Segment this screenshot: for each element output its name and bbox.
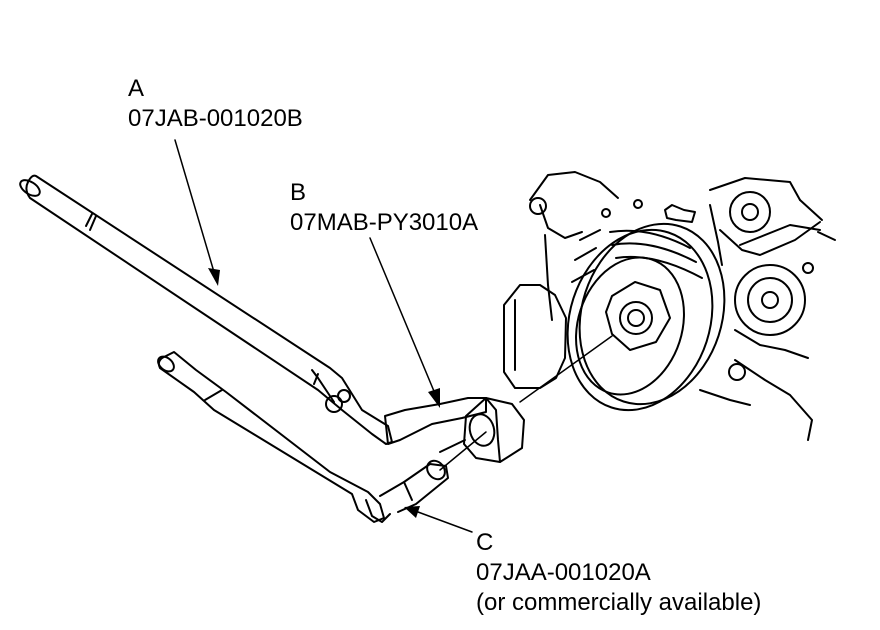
alignment-line-lower (439, 431, 487, 471)
engine-block (503, 171, 836, 441)
label-b-letter: B (290, 179, 307, 206)
crankshaft-pulley (566, 222, 726, 412)
handle-c (157, 351, 449, 523)
label-a-letter: A (128, 75, 145, 102)
label-b-part-number: 07MAB-PY3010A (290, 209, 479, 236)
label-a-part-number: 07JAB-001020B (128, 105, 303, 132)
leader-arrow-c (404, 506, 473, 533)
alignment-line (519, 335, 613, 403)
leader-arrow-a (174, 139, 220, 286)
label-c-note: (or commercially available) (476, 589, 762, 616)
label-c-letter: C (476, 529, 494, 556)
leader-arrow-b (369, 237, 440, 408)
pulley-bolt (605, 281, 671, 351)
label-c-part-number: 07JAA-001020A (476, 559, 651, 586)
handle-a (19, 174, 393, 445)
holder-b (384, 397, 525, 463)
